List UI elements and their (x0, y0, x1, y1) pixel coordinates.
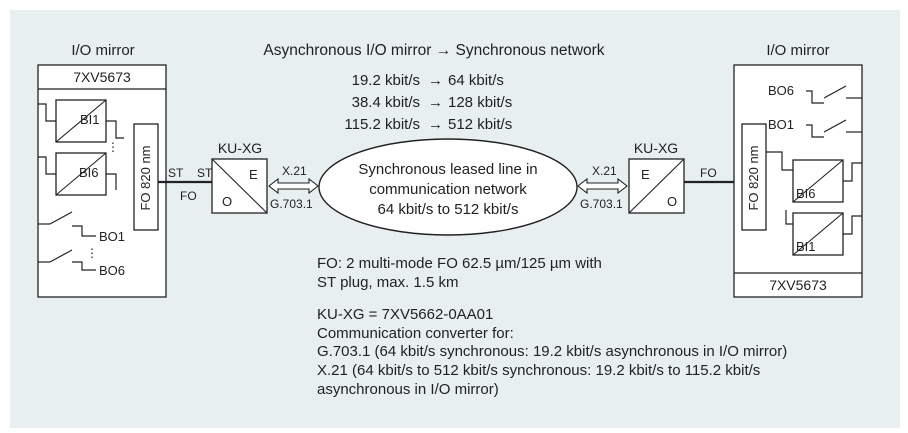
rate-sync: 128 kbit/s (448, 94, 512, 111)
left-ellipsis: ⋮ (86, 246, 98, 260)
right-fo-label: FO (700, 166, 717, 180)
rate-arrow: → (428, 72, 443, 89)
left-ellipsis: ⋮ (107, 140, 119, 154)
left-converter-e-label: E (249, 167, 258, 182)
right-bo6-wire (806, 90, 824, 104)
rate-async: 38.4 kbit/s (352, 94, 420, 111)
right-io-mirror: I/O mirror 7XV5673 BO6 BO1 FO 820 nm BI6… (733, 42, 863, 298)
left-io-mirror: I/O mirror 7XV5673 BI1 ⋮ BI6 FO 820 nm B… (37, 42, 167, 298)
ku-note-line: asynchronous in I/O mirror) (317, 380, 499, 398)
rate-sync: 512 kbit/s (448, 116, 512, 133)
right-fo-module-label: FO 820 nm (746, 145, 761, 210)
notes-spacer (317, 292, 787, 306)
left-bo1-switch (49, 211, 73, 225)
left-bi1-wire (38, 103, 56, 122)
right-converter-o-label: O (667, 194, 677, 209)
right-device-name: 7XV5673 (769, 277, 827, 293)
right-bi6-diagonal (792, 159, 844, 203)
right-g703-label: G.703.1 (580, 197, 623, 211)
ku-note-line: G.703.1 (64 kbit/s synchronous: 19.2 kbi… (317, 343, 788, 361)
ku-note-line: KU-XG = 7XV5662-0AA01 (317, 306, 494, 324)
left-bi6-label: BI6 (79, 165, 99, 180)
left-converter-o-label: O (222, 194, 232, 209)
rate-arrow: → (428, 116, 443, 133)
right-bo6-label: BO6 (768, 83, 794, 98)
diagram-title: Asynchronous I/O mirror → Synchronous ne… (263, 42, 604, 59)
left-bo1-wire (72, 225, 96, 237)
left-bi6-wire (38, 156, 56, 175)
left-fo-module (133, 123, 159, 231)
notes-block: FO: 2 multi-mode FO 62.5 µm/125 µm with … (317, 255, 787, 399)
right-bi6-wire (766, 151, 793, 171)
right-bi6-label: BI6 (796, 186, 816, 201)
right-x21-label: X.21 (592, 164, 617, 178)
left-bi6-diagonal (55, 152, 107, 196)
left-bi1-wire (106, 120, 124, 139)
ku-note-line: Communication converter for: (317, 324, 514, 342)
right-bo6-switch (823, 85, 847, 99)
right-bi1-wire (843, 215, 862, 235)
fo-note-line: ST plug, max. 1.5 km (317, 273, 459, 291)
ku-note-line: X.21 (64 kbit/s to 512 kbit/s synchronou… (317, 361, 761, 379)
right-bi1-wire (785, 210, 793, 225)
right-bo1-wire (806, 124, 824, 138)
right-double-arrow (577, 177, 628, 195)
network-line3: 64 kbit/s to 512 kbit/s (378, 201, 519, 218)
left-device-name: 7XV5673 (73, 69, 131, 85)
right-heading: I/O mirror (766, 42, 829, 59)
network-line1: Synchronous leased line in (358, 161, 537, 178)
right-converter-diagonal (628, 158, 685, 214)
fo-note-line: FO: 2 multi-mode FO 62.5 µm/125 µm with (317, 255, 602, 272)
left-heading: I/O mirror (71, 42, 134, 59)
right-bo1-switch (823, 119, 847, 133)
left-bo1-label: BO1 (99, 229, 125, 244)
left-double-arrow (268, 177, 319, 195)
right-bi6-wire (843, 162, 862, 182)
rate-async: 19.2 kbit/s (352, 72, 420, 89)
left-fiber-link: ST ST FO (158, 166, 213, 203)
left-g703-label: G.703.1 (270, 197, 313, 211)
rate-async: 115.2 kbit/s (344, 116, 420, 133)
network-line2: communication network (369, 181, 527, 198)
left-st-label: ST (168, 166, 184, 180)
right-fo-module (741, 123, 767, 231)
left-ku-xg-converter: KU-XG E O X.21 G.703.1 (211, 140, 313, 214)
right-bo1-label: BO1 (768, 117, 794, 132)
left-st-label: ST (197, 166, 213, 180)
left-fo-label: FO (180, 189, 197, 203)
right-bi1-label: BI1 (796, 239, 816, 254)
left-bo6-switch (49, 249, 73, 263)
network-ellipse-shape (318, 138, 578, 236)
left-bi1-label: BI1 (80, 112, 100, 127)
left-converter-name: KU-XG (218, 140, 262, 156)
right-ku-xg-converter: KU-XG E O X.21 G.703.1 (580, 140, 685, 214)
left-bo6-wire (72, 261, 96, 271)
rate-arrow: → (428, 94, 443, 111)
rate-list: 19.2 kbit/s → 64 kbit/s 38.4 kbit/s → 12… (344, 72, 512, 133)
network-ellipse: Synchronous leased line in communication… (318, 138, 578, 236)
left-bi1-diagonal (55, 99, 107, 143)
right-converter-name: KU-XG (634, 140, 678, 156)
right-converter-e-label: E (641, 167, 650, 182)
left-bi6-wire (106, 173, 117, 190)
left-converter-diagonal (211, 158, 268, 214)
right-bi1-diagonal (792, 212, 844, 256)
left-bo6-label: BO6 (99, 263, 125, 278)
left-fo-module-label: FO 820 nm (138, 145, 153, 210)
rate-sync: 64 kbit/s (448, 72, 504, 89)
right-fiber-link: FO (684, 166, 734, 184)
left-x21-label: X.21 (282, 164, 307, 178)
